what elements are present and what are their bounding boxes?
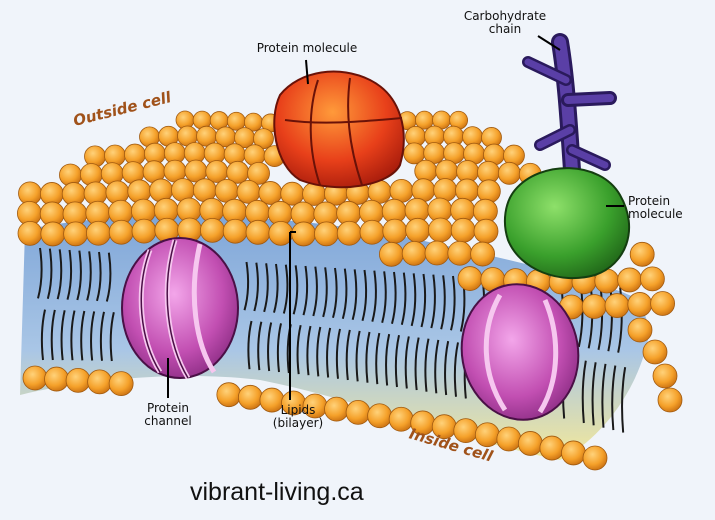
label-lipids-bilayer: Lipids (bilayer): [258, 404, 338, 430]
lipid-head: [425, 241, 449, 265]
source-credit: vibrant-living.ca: [190, 478, 364, 507]
lipid-head: [471, 242, 495, 266]
lipid-head: [605, 294, 629, 318]
lipid-head: [223, 219, 247, 243]
label-protein-right-line2: molecule: [628, 208, 712, 221]
lipid-head: [200, 218, 224, 242]
lipid-head: [474, 219, 498, 243]
lipid-head: [292, 222, 316, 246]
lipid-head: [23, 366, 47, 390]
label-protein-channel: Protein channel: [128, 402, 208, 428]
lipid-head: [497, 427, 521, 451]
lipid-head: [658, 388, 682, 412]
lipid-head: [389, 407, 413, 431]
lipid-head: [583, 446, 607, 470]
lipid-head: [41, 222, 65, 246]
lipid-head: [217, 383, 241, 407]
label-protein-molecule-top: Protein molecule: [232, 42, 382, 55]
lipid-head: [66, 368, 90, 392]
lipid-head: [64, 222, 88, 246]
protein-molecule-right: [505, 168, 629, 278]
lipid-head: [86, 221, 110, 245]
lipid-head: [458, 267, 482, 291]
lipid-head: [582, 295, 606, 319]
lipid-head: [448, 241, 472, 265]
lipid-head: [406, 218, 430, 242]
lipid-head: [45, 367, 69, 391]
lipid-head: [643, 340, 667, 364]
label-carbohydrate-line2: chain: [440, 23, 570, 36]
label-channel-line2: channel: [128, 415, 208, 428]
lipid-head: [451, 218, 475, 242]
protein-molecule-top: [274, 72, 403, 188]
lipid-head: [628, 318, 652, 342]
lipid-head: [346, 400, 370, 424]
label-carbohydrate-chain: Carbohydrate chain: [440, 10, 570, 36]
lipid-head: [18, 221, 42, 245]
lipid-head: [618, 268, 642, 292]
lipid-head: [132, 219, 156, 243]
lipid-head: [237, 180, 260, 203]
label-protein-molecule-right: Protein molecule: [628, 195, 712, 221]
lipid-head: [561, 441, 585, 465]
lipid-head: [337, 221, 361, 245]
lipid-head: [379, 242, 403, 266]
lipid-head: [628, 292, 652, 316]
label-lipids-line2: (bilayer): [258, 417, 338, 430]
protein-channel: [122, 238, 238, 378]
lipid-head: [109, 220, 133, 244]
lipid-head: [653, 364, 677, 388]
lipid-head: [246, 220, 270, 244]
lipid-head: [402, 241, 426, 265]
lipid-head: [498, 162, 520, 184]
lipid-head: [630, 242, 654, 266]
lipid-head: [314, 222, 338, 246]
lipid-head: [518, 431, 542, 455]
lipid-head: [360, 220, 384, 244]
lipid-head: [540, 436, 564, 460]
lipid-head: [383, 219, 407, 243]
lipid-head: [640, 267, 664, 291]
lipid-head: [368, 404, 392, 428]
lipid-head: [651, 291, 675, 315]
lipid-head: [109, 372, 133, 396]
lipid-head: [428, 218, 452, 242]
lipid-head: [88, 370, 112, 394]
